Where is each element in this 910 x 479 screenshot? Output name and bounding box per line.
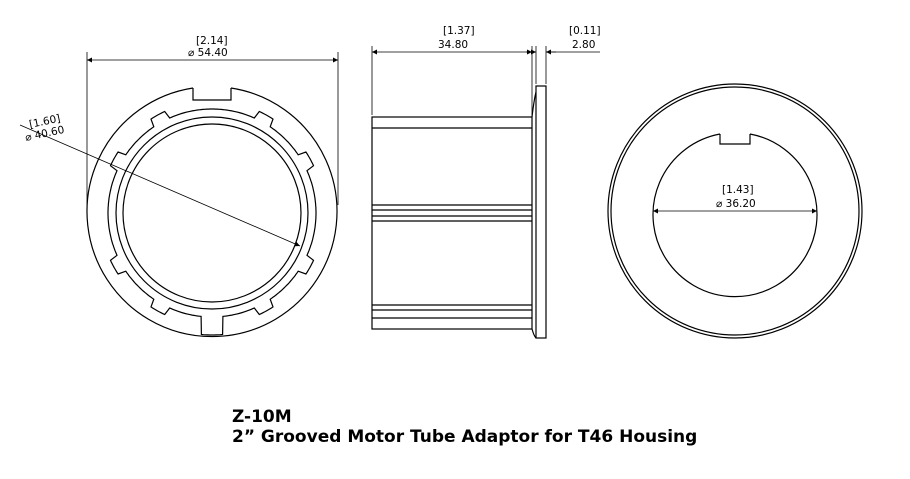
rear-outer-circle-2 [610, 86, 860, 336]
flange-thickness-inch: [0.11] [569, 25, 601, 37]
bore-diameter-inch: [1.43] [722, 184, 754, 196]
front-outer-circle [86, 87, 338, 338]
rear-view [607, 83, 863, 339]
model-number: Z-10M [232, 407, 292, 427]
bore-diameter-mm: ⌀ 36.20 [716, 198, 756, 210]
front-spline-outline [107, 108, 317, 336]
front-inner-circle-2 [122, 123, 302, 303]
body-length-dimension [371, 46, 600, 115]
side-flange [535, 85, 547, 339]
rear-bore-circle [652, 133, 818, 298]
body-length-mm: 34.80 [438, 39, 468, 51]
front-inner-circle [115, 116, 309, 310]
model-description: 2” Grooved Motor Tube Adaptor for T46 Ho… [232, 427, 697, 447]
inner-diameter-dimension [19, 124, 301, 247]
outer-diameter-inch: [2.14] [196, 35, 228, 47]
front-view [86, 87, 338, 338]
side-body [371, 116, 533, 330]
side-view [371, 85, 547, 339]
body-length-inch: [1.37] [443, 25, 475, 37]
rear-outer-circle [607, 83, 863, 339]
outer-diameter-mm: ⌀ 54.40 [188, 47, 228, 59]
outer-diameter-dimension [86, 52, 339, 205]
flange-thickness-mm: 2.80 [572, 39, 595, 51]
rear-bore-notch [719, 134, 751, 145]
front-top-notch [192, 88, 232, 101]
